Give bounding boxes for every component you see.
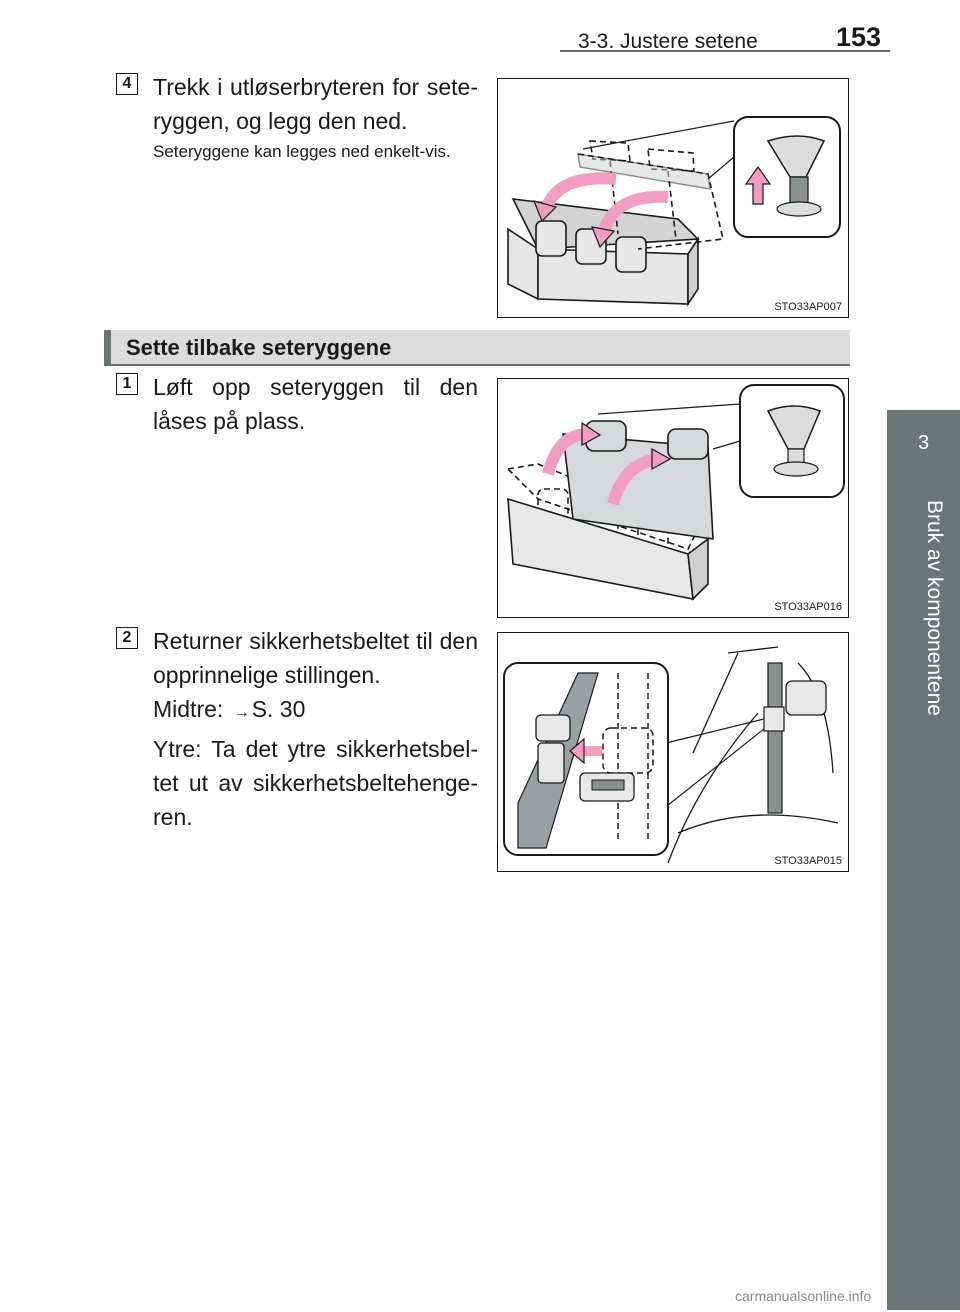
step-ref-2: Midtre: →S. 30 <box>153 692 478 730</box>
step-badge-2: 2 <box>116 627 138 649</box>
seatbelt-illustration <box>503 646 839 864</box>
watermark[interactable]: carmanualsonline.info <box>735 1288 872 1304</box>
figure-code: STO33AP016 <box>774 601 842 613</box>
step-extra-2: Ytre: Ta det ytre sikkerhetsbel-tet ut a… <box>153 736 478 830</box>
header-rule <box>560 50 890 52</box>
figure-code: STO33AP007 <box>774 301 842 313</box>
step-text-2: Returner sikkerhetsbeltet til den opprin… <box>153 628 478 688</box>
chapter-label: Bruk av komponentene <box>923 500 946 716</box>
raise-seat-illustration <box>506 384 845 601</box>
page-number: 153 <box>836 22 882 52</box>
chapter-tab <box>887 410 960 1310</box>
step-note-4: Seteryggene kan legges ned enkelt-vis. <box>153 142 451 161</box>
chapter-number: 3 <box>917 432 930 454</box>
figure-code: STO33AP015 <box>774 855 842 867</box>
section-title: 3-3. Justere setene <box>578 30 758 53</box>
step-badge-4: 4 <box>116 73 138 95</box>
figure-seatbelt: STO33AP015 <box>497 632 849 872</box>
ref-label: Midtre: <box>153 696 224 722</box>
subheading-bar <box>104 330 111 364</box>
subheading: Sette tilbake seteryggene <box>104 330 850 366</box>
figure-fold-seat: STO33AP007 <box>497 78 849 318</box>
fold-seat-illustration <box>507 116 841 307</box>
subheading-title: Sette tilbake seteryggene <box>126 335 392 360</box>
ref-arrow-icon: → <box>233 704 250 721</box>
step-text-1: Løft opp seteryggen til den låses på pla… <box>153 374 478 434</box>
step-badge-1: 1 <box>116 373 138 395</box>
step-text-4: Trekk i utløserbryteren for sete-ryggen,… <box>153 74 478 134</box>
ref-link[interactable]: S. 30 <box>251 696 306 722</box>
figure-raise-seat: STO33AP016 <box>497 378 849 618</box>
